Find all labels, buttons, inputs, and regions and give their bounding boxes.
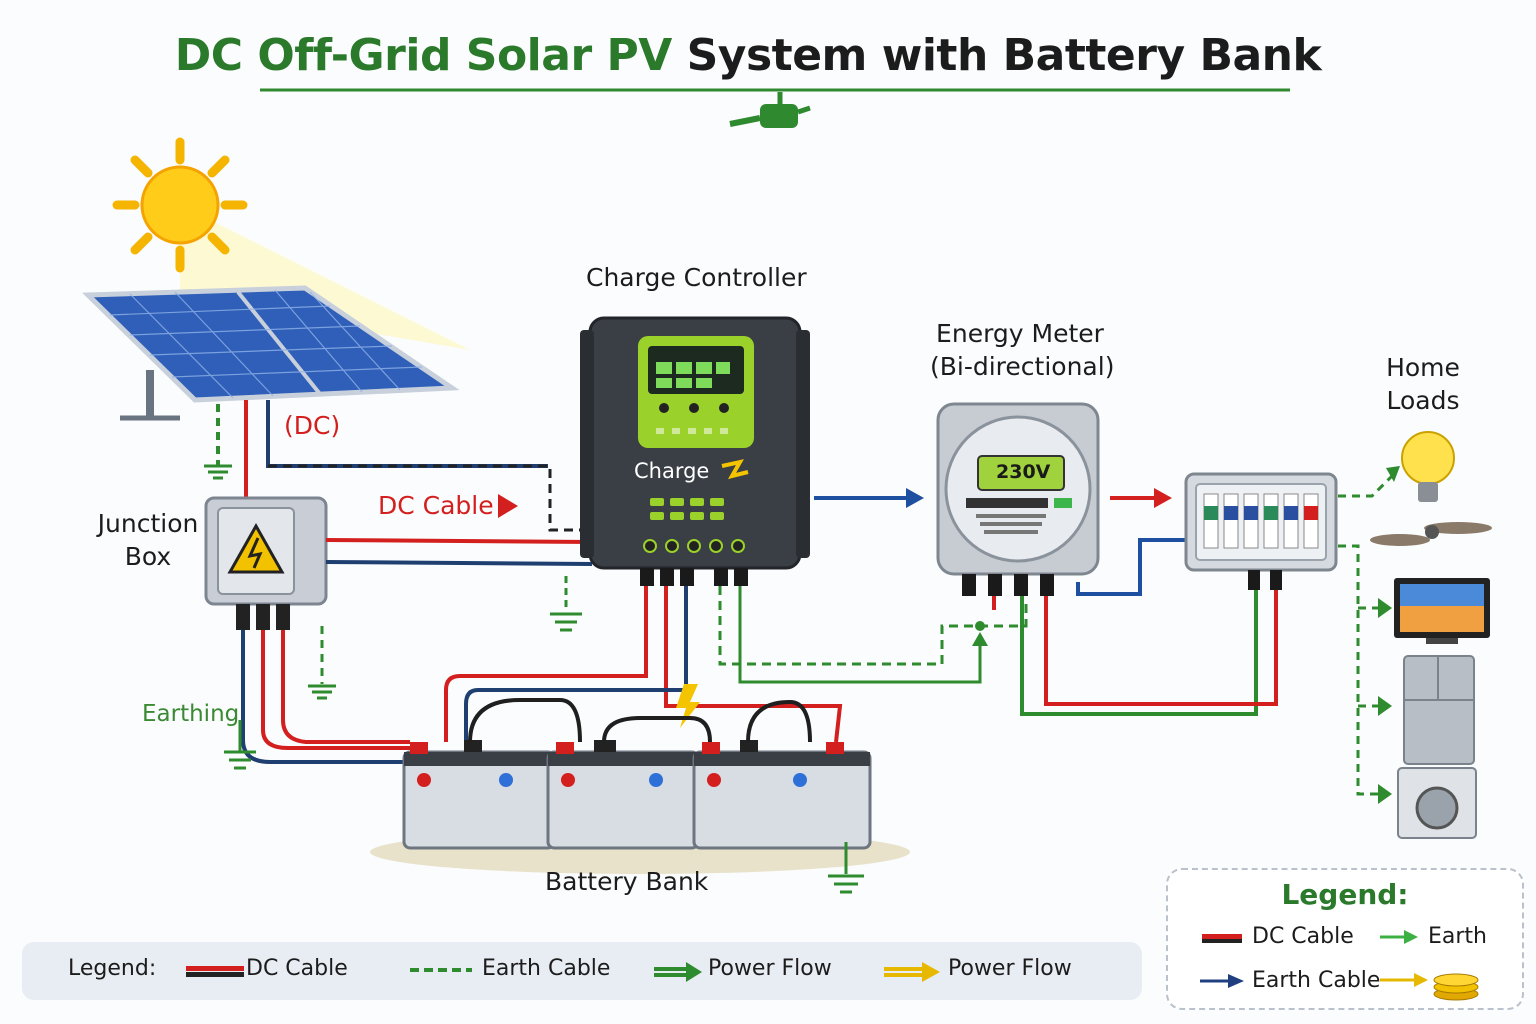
label-home-loads-line2: Loads — [1386, 385, 1460, 415]
legend-bottom-item-earth-cable: Earth Cable — [482, 956, 611, 981]
legend-right-title: Legend: — [1281, 878, 1409, 911]
energy-meter — [936, 402, 1100, 596]
legend-right-earth-arrow — [1380, 930, 1418, 944]
bolt-icon — [676, 684, 700, 728]
label-junction-box-line1: Junction — [97, 509, 199, 538]
label-home-loads-line1: Home — [1386, 353, 1460, 382]
earth-symbol-junction — [308, 684, 336, 700]
legend-right-energy-coins — [1380, 973, 1479, 1001]
earth-symbol-controller — [550, 576, 582, 632]
label-energy-meter: Energy Meter (Bi-directional) — [930, 318, 1115, 383]
label-junction-box: Junction Box — [90, 508, 206, 573]
meter-display-reading: 230V — [996, 461, 1051, 483]
legend-right-earth-cable-arrow — [1200, 974, 1244, 988]
legend-power-flow-green-swatch — [654, 962, 702, 982]
label-charge-controller: Charge Controller — [586, 263, 807, 292]
wire-meter-breaker — [992, 538, 1278, 716]
legend-bottom-title: Legend: — [68, 956, 157, 981]
wire-controller-meter-earth — [718, 586, 1028, 684]
legend-earth-cable-swatch — [410, 968, 472, 972]
washing-machine-icon — [1397, 767, 1477, 839]
label-home-loads: Home Loads — [1368, 352, 1478, 417]
title-part-2: System with Battery Bank — [686, 30, 1322, 81]
label-dc-tag: (DC) — [284, 411, 341, 440]
label-dc-cable-text: DC Cable — [378, 491, 494, 520]
battery-bank — [370, 698, 910, 874]
flow-arrowheads-loads — [1378, 466, 1400, 804]
battery-3 — [692, 740, 872, 850]
legend-bottom-item-power-flow-green: Power Flow — [708, 956, 832, 981]
label-earthing: Earthing — [142, 701, 240, 727]
legend-dc-cable-swatch — [186, 966, 244, 977]
label-energy-meter-line1: Energy Meter — [936, 319, 1104, 348]
tv-icon — [1394, 578, 1490, 644]
title-part-1: DC Off-Grid Solar PV — [174, 30, 673, 81]
legend-bottom: Legend: DC Cable Earth Cable Power Flow … — [22, 942, 1142, 1000]
legend-bottom-item-dc-cable: DC Cable — [246, 956, 348, 981]
label-battery-bank: Battery Bank — [545, 867, 709, 896]
page-title: DC Off-Grid Solar PV System with Battery… — [0, 30, 1496, 81]
fridge-icon — [1403, 655, 1475, 765]
legend-right-item-earth-cable: Earth Cable — [1252, 968, 1381, 993]
label-energy-meter-line2: (Bi-directional) — [930, 351, 1115, 381]
legend-right-dc-swatch — [1202, 934, 1242, 943]
wire-controller-battery — [444, 586, 843, 743]
ceiling-fan-icon — [1370, 522, 1492, 546]
junction-box — [204, 496, 328, 630]
bulb-icon — [1401, 431, 1455, 502]
charge-controller — [580, 316, 810, 586]
flow-arrow-controller-meter — [814, 488, 924, 508]
flow-to-loads — [1338, 474, 1394, 796]
label-junction-box-line2: Box — [124, 541, 172, 571]
earth-symbol-earthing — [224, 720, 256, 770]
wire-junction-battery — [241, 630, 420, 764]
earth-dashed-to-controller — [268, 464, 592, 532]
legend-bottom-item-power-flow-yellow: Power Flow — [948, 956, 1072, 981]
sun-icon — [112, 137, 470, 350]
flow-arrow-meter-breaker — [1110, 488, 1172, 508]
label-dc-cable: DC Cable — [378, 490, 494, 523]
battery-2 — [546, 740, 700, 850]
legend-power-flow-yellow-swatch — [884, 962, 940, 982]
dc-cable-to-controller — [325, 494, 593, 566]
wire-panel-junction — [216, 400, 548, 500]
legend-right-item-earth: Earth — [1428, 924, 1487, 949]
legend-right-item-dc-cable: DC Cable — [1252, 924, 1354, 949]
legend-right: Legend: DC Cable Earth Earth Cable — [1166, 868, 1524, 1010]
earth-symbol-battery — [828, 842, 864, 894]
breaker-panel — [1184, 472, 1338, 590]
title-underline — [260, 88, 1290, 128]
battery-1 — [402, 740, 556, 850]
earth-symbol-panel — [204, 464, 232, 480]
controller-screen-text: Charge — [634, 459, 710, 483]
solar-panel — [82, 285, 460, 421]
